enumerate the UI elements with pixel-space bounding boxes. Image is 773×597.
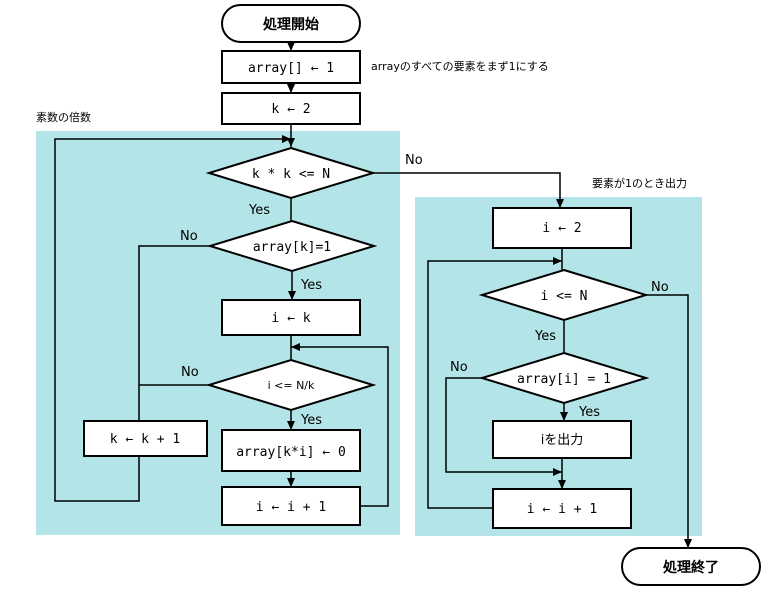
init-array-label: array[] ← 1: [248, 61, 334, 76]
flow-line: [138, 245, 210, 421]
i-le-n-label: i <= N: [541, 289, 588, 304]
init-array-note: arrayのすべての要素をまず1にする: [371, 60, 549, 73]
end-terminal: [621, 547, 761, 586]
k-inc-process: [83, 420, 208, 457]
flow-line: [646, 294, 692, 548]
i-inc-left-label: i ← i + 1: [256, 500, 326, 515]
array-k-label: array[k]=1: [253, 240, 331, 255]
start-terminal-label: 処理開始: [262, 16, 319, 33]
yes-label: Yes: [300, 278, 322, 293]
yes-label: Yes: [248, 203, 270, 218]
i-le-n-over-k-label: i <= N/k: [268, 379, 315, 392]
k-squared-label: k * k <= N: [252, 167, 330, 182]
yes-label: Yes: [534, 329, 556, 344]
flow-line: [291, 343, 389, 507]
yes-label: Yes: [578, 405, 600, 420]
end-terminal-label: 処理終了: [662, 559, 719, 576]
i-inc-right-label: i ← i + 1: [527, 502, 597, 517]
right-region-title: 要素が1のとき出力: [592, 176, 687, 190]
output-i-label: iを出力: [541, 433, 584, 448]
no-label: No: [450, 360, 468, 375]
i-inc-left-process: [221, 486, 361, 526]
k-init-label: k ← 2: [271, 102, 310, 117]
flow-line: [427, 257, 562, 509]
i-set-k-process: [221, 299, 361, 336]
mark-multiple-label: array[k*i] ← 0: [236, 445, 346, 460]
k-inc-label: k ← k + 1: [110, 432, 180, 447]
i-set-k-label: i ← k: [271, 311, 310, 326]
output-i-process: [492, 420, 632, 459]
no-label: No: [181, 365, 199, 380]
left-region-title: 素数の倍数: [36, 110, 91, 124]
flow-line: [373, 172, 564, 208]
i-init-right-label: i ← 2: [542, 221, 581, 236]
k-init-process: [221, 92, 361, 125]
no-label: No: [180, 229, 198, 244]
flow-line: [445, 377, 562, 476]
flow-line: [54, 135, 291, 502]
yes-label: Yes: [300, 413, 322, 428]
no-label: No: [651, 280, 669, 295]
init-array-process: [221, 50, 361, 84]
mark-multiple-process: [221, 429, 361, 472]
no-label: No: [405, 153, 423, 168]
array-i-label: array[i] = 1: [517, 372, 611, 387]
